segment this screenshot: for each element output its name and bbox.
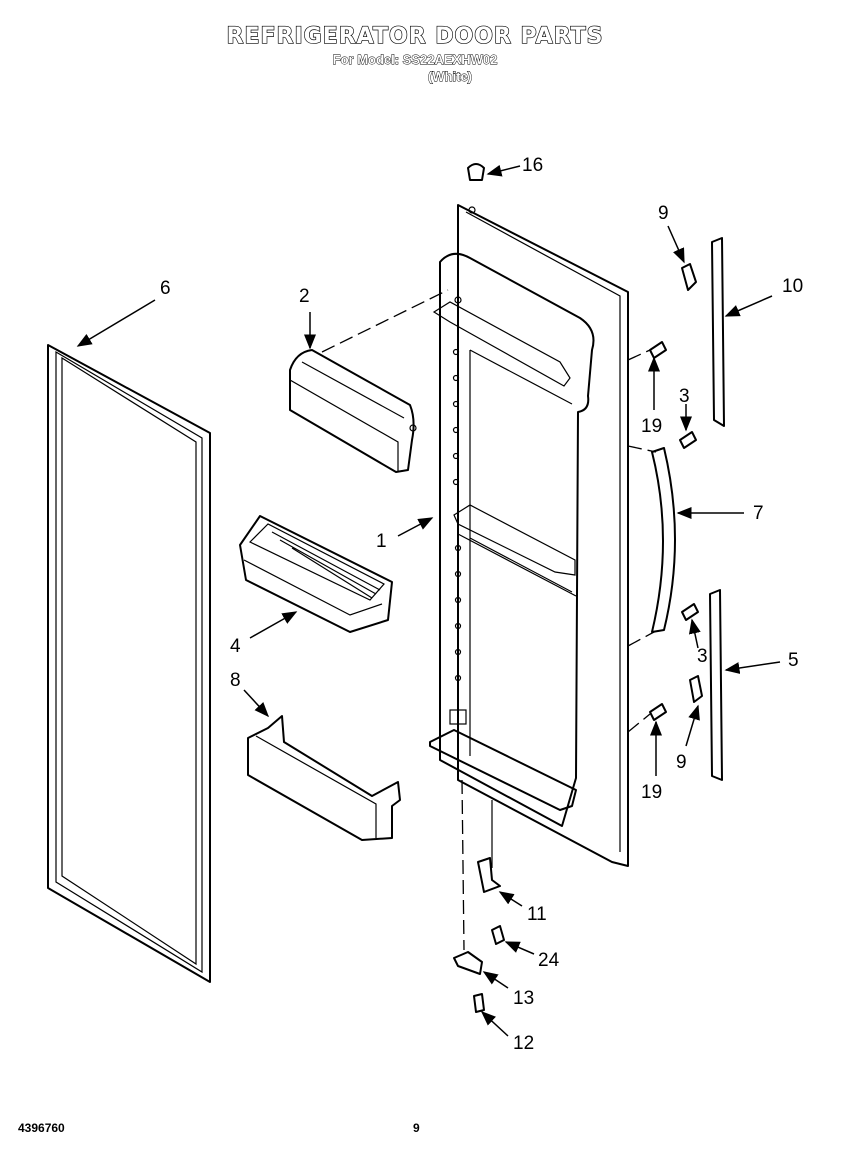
dairy-door-part [289,349,417,473]
handle-clip-part [681,263,703,703]
callout-3-lower: 3 [697,646,708,667]
callout-1: 1 [376,531,387,552]
callout-8: 8 [230,670,241,691]
callout-13: 13 [513,988,534,1009]
callout-4: 4 [230,636,241,657]
hinge-plug-part [467,163,485,214]
door-adjustment-holes [449,296,467,725]
callout-2: 2 [299,286,310,307]
door-handle-part [651,447,676,633]
page-number: 9 [413,1121,420,1135]
callout-11: 11 [527,904,547,925]
callout-9-lower: 9 [676,752,687,773]
callout-3-upper: 3 [679,386,690,407]
screws-part [649,341,699,721]
handle-trim-upper-part [711,237,725,427]
callout-9-upper: 9 [658,203,669,224]
callout-12: 12 [513,1033,534,1054]
leader-lines [76,164,781,1037]
callout-16: 16 [522,155,543,176]
door-shelf-part [247,715,401,841]
color-note: (White) [427,69,473,85]
callout-24: 24 [538,950,560,971]
bottom-hinge-parts [453,857,505,1013]
page-title: REFRIGERATOR DOOR PARTS [226,23,604,49]
callout-7: 7 [753,503,764,524]
door-shelf-bin-part [239,515,393,633]
door-gasket-part [47,344,211,983]
callout-19-lower: 19 [641,782,662,803]
callout-6: 6 [160,278,171,299]
model-subtitle: For Model: SS22AEXHW02 [332,52,498,68]
callout-5: 5 [788,650,799,671]
document-number: 4396760 [18,1121,65,1135]
handle-trim-lower-part [709,589,723,781]
callout-10: 10 [782,276,803,297]
door-assembly-part [429,204,629,867]
callout-19-upper: 19 [641,416,662,437]
